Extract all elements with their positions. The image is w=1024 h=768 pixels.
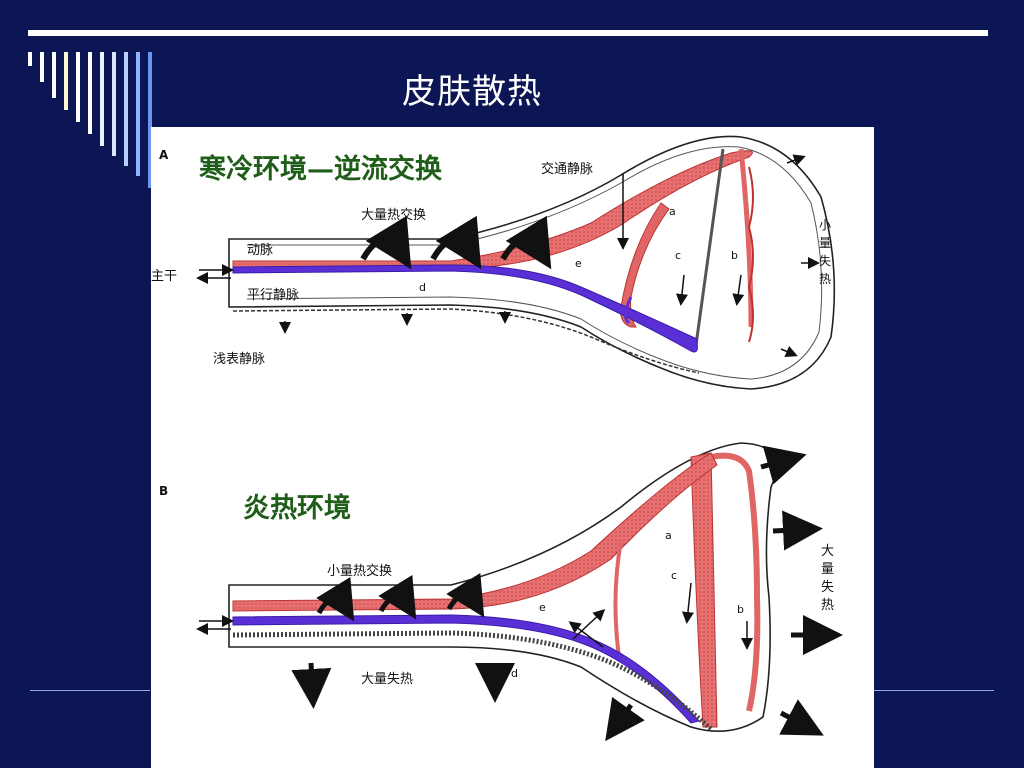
limb-outline-b <box>228 442 778 733</box>
vein-junction-b <box>617 654 632 669</box>
limb-outline-a <box>228 135 836 390</box>
panel-b-letter: B <box>159 484 168 498</box>
parallel-vein-label: 平行静脉 <box>247 288 299 303</box>
letter-b-d: d <box>511 667 518 680</box>
large-arrows-b <box>291 445 843 742</box>
large-loss-label-b: 大量失热 <box>361 672 413 687</box>
vein-b <box>232 614 700 724</box>
loss-a-char-3: 失 <box>819 253 831 268</box>
letter-b-b: b <box>737 603 744 616</box>
loss-a-char-2: 量 <box>819 236 831 250</box>
artery-label: 动脉 <box>247 243 273 258</box>
panel-a: A 寒冷环境—逆流交换 大量热交换 动脉 主干 平行静脉 浅表静脉 交通静脉 a… <box>151 135 836 390</box>
loss-a-char-4: 热 <box>819 272 831 286</box>
vein-junction-a <box>624 296 633 325</box>
branch-c-b <box>690 452 718 728</box>
large-heat-loss-b: 大 量 失 热 <box>821 544 834 613</box>
branch-c <box>694 148 725 346</box>
small-heat-loss-a: 小 量 失 热 <box>819 218 831 286</box>
loss-b-char-2: 量 <box>821 562 834 577</box>
communicating-vein-label: 交通静脉 <box>541 161 593 177</box>
letter-a-e: e <box>575 257 582 270</box>
panel-a-heading: 寒冷环境—逆流交换 <box>199 153 443 185</box>
branch-b <box>738 148 754 328</box>
superficial-vein-a <box>232 308 700 374</box>
panel-b-heading: 炎热环境 <box>243 493 351 524</box>
exchange-label-a: 大量热交换 <box>361 207 426 223</box>
slide-title: 皮肤散热 <box>402 72 542 112</box>
artery-a <box>232 150 753 270</box>
exchange-label-b: 小量热交换 <box>327 563 392 579</box>
letter-a-c: c <box>675 249 681 262</box>
diagram-panel: A 寒冷环境—逆流交换 大量热交换 动脉 主干 平行静脉 浅表静脉 交通静脉 a… <box>151 127 874 768</box>
vein-a <box>232 264 698 353</box>
exchange-arrows-b <box>316 572 485 622</box>
loss-b-char-1: 大 <box>821 544 834 559</box>
small-arrows-b <box>196 582 753 650</box>
branch-b-b <box>710 452 761 712</box>
letter-a-a: a <box>669 205 676 218</box>
panel-b: B 炎热环境 小量热交换 大量失热 a b c d e 大 量 失 热 <box>159 442 843 742</box>
bottom-rule-right <box>874 690 994 691</box>
letter-b-a: a <box>665 529 672 542</box>
artery-b <box>232 452 718 612</box>
small-arrows-a <box>196 154 820 357</box>
loss-b-char-3: 失 <box>821 580 834 595</box>
panel-a-letter: A <box>159 148 169 162</box>
letter-b-c: c <box>671 569 677 582</box>
skin-heat-diagram: A 寒冷环境—逆流交换 大量热交换 动脉 主干 平行静脉 浅表静脉 交通静脉 a… <box>151 135 843 742</box>
exchange-arrows-a <box>360 215 552 270</box>
branch-a-b <box>613 540 623 658</box>
loss-a-char-1: 小 <box>819 218 831 232</box>
letter-a-d: d <box>419 281 426 294</box>
letter-a-b: b <box>731 249 738 262</box>
superficial-vein-label: 浅表静脉 <box>213 352 265 367</box>
bottom-rule-left <box>30 690 150 691</box>
top-rule <box>28 30 988 36</box>
superficial-vein-b <box>232 630 713 731</box>
loss-b-char-4: 热 <box>821 598 834 613</box>
branch-b-wavy <box>747 166 754 343</box>
letter-b-e: e <box>539 601 546 614</box>
trunk-label: 主干 <box>151 269 177 284</box>
decorative-stripes <box>28 52 168 202</box>
